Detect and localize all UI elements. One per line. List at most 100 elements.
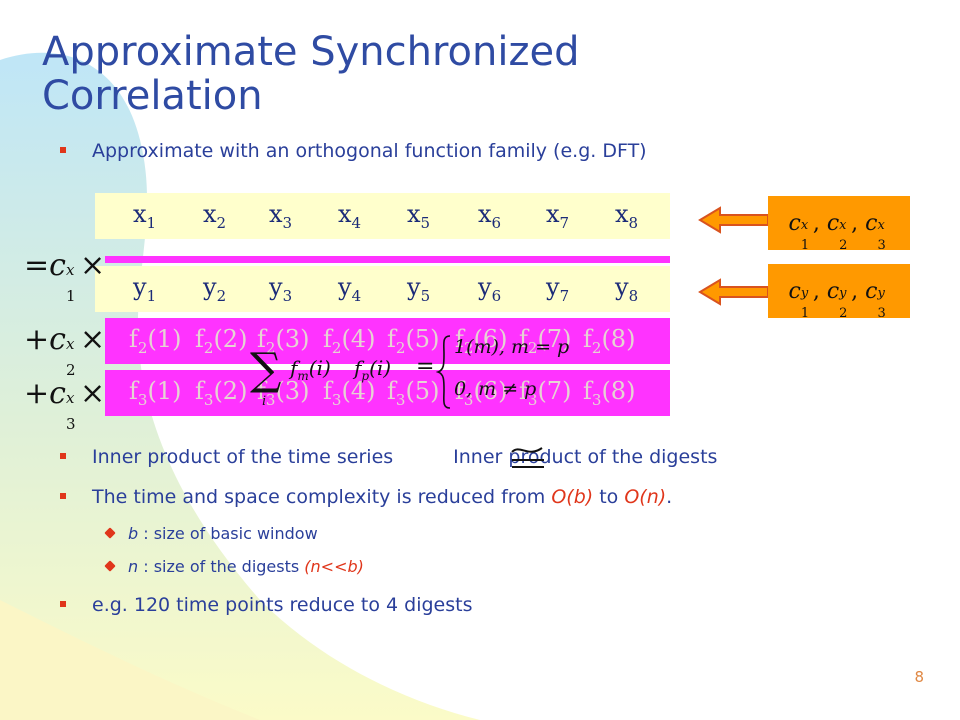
complexity-on: O(n) bbox=[624, 486, 667, 508]
sequence-f2-cell: f2(1) bbox=[129, 325, 181, 357]
sequence-f3-cell: f3(8) bbox=[583, 377, 635, 409]
cell-base: f bbox=[323, 325, 332, 354]
term-fm: fm(i) bbox=[290, 356, 331, 383]
sequence-x-cell: x6 bbox=[478, 200, 501, 232]
sequence-y-cell: y1 bbox=[133, 273, 156, 305]
sequence-f2-cell: f2(3) bbox=[257, 325, 309, 357]
inner-product-right-text: Inner product of the digests bbox=[453, 446, 718, 468]
sequence-f3-cell: f3(4) bbox=[323, 377, 375, 409]
brace-icon bbox=[436, 335, 451, 409]
sub-bullet-n: n : size of the digests (n<<b) bbox=[104, 557, 364, 576]
cell-argument: (1) bbox=[147, 377, 182, 406]
cell-subscript: 3 bbox=[265, 390, 276, 409]
cell-subscript: 6 bbox=[491, 286, 502, 305]
arrow-left-y-icon bbox=[698, 278, 769, 306]
cell-subscript: 2 bbox=[395, 338, 406, 357]
complexity-text: The time and space complexity is reduced… bbox=[92, 486, 552, 508]
cell-base: f bbox=[129, 325, 138, 354]
cell-subscript: 3 bbox=[203, 390, 214, 409]
sequence-f2-cell: f2(4) bbox=[323, 325, 375, 357]
cell-base: x bbox=[546, 200, 560, 229]
cell-subscript: 3 bbox=[331, 390, 342, 409]
sequence-f3-cell: f3(1) bbox=[129, 377, 181, 409]
sequence-x-cell: x4 bbox=[338, 200, 361, 232]
sequence-f3-cell: f3(5) bbox=[387, 377, 439, 409]
cell-subscript: 3 bbox=[527, 390, 538, 409]
function-f1-strip bbox=[105, 256, 670, 263]
sub-bullet-b: b : size of basic window bbox=[104, 524, 318, 543]
cell-subscript: 3 bbox=[282, 286, 293, 305]
slide-title: Approximate Synchronized Correlation bbox=[42, 29, 580, 119]
approximately-equal-icon bbox=[511, 447, 544, 468]
sequence-x-cell: x5 bbox=[407, 200, 430, 232]
cell-base: f bbox=[387, 325, 396, 354]
var-b: b bbox=[128, 524, 139, 543]
cell-argument: (4) bbox=[341, 377, 376, 406]
inner-product-left-text: Inner product of the time series bbox=[92, 446, 394, 468]
cell-base: x bbox=[407, 200, 421, 229]
cell-base: x bbox=[615, 200, 629, 229]
cell-subscript: 8 bbox=[628, 213, 639, 232]
cell-argument: (7) bbox=[537, 325, 572, 354]
cell-base: y bbox=[203, 273, 217, 302]
cell-subscript: 4 bbox=[351, 213, 362, 232]
cell-subscript: 3 bbox=[591, 390, 602, 409]
sequence-y-cell: y2 bbox=[203, 273, 226, 305]
orthogonality-formula: ∑ i fm(i) fp(i) = 1(m), m = p 0, m ≠ p bbox=[250, 328, 640, 414]
cell-subscript: 2 bbox=[203, 338, 214, 357]
cell-argument: (6) bbox=[473, 325, 508, 354]
cell-argument: (3) bbox=[275, 377, 310, 406]
sequence-f3-cell: f3(2) bbox=[195, 377, 247, 409]
cell-argument: (6) bbox=[473, 377, 508, 406]
cell-base: f bbox=[257, 325, 266, 354]
cell-base: y bbox=[133, 273, 147, 302]
cell-base: y bbox=[546, 273, 560, 302]
cell-subscript: 5 bbox=[420, 286, 431, 305]
cell-argument: (2) bbox=[213, 377, 248, 406]
sub-bullet-marker bbox=[104, 527, 116, 539]
cell-base: f bbox=[129, 377, 138, 406]
sub-n-condition: (n<<b) bbox=[304, 557, 364, 576]
cell-subscript: 2 bbox=[216, 286, 227, 305]
function-f2-box: f2(1)f2(2)f2(3)f2(4)f2(5)f2(6)f2(7)f2(8) bbox=[105, 318, 670, 364]
cell-subscript: 1 bbox=[146, 286, 157, 305]
cell-base: f bbox=[583, 377, 592, 406]
complexity-period: . bbox=[666, 486, 673, 508]
formula-equals: = bbox=[416, 354, 435, 379]
cell-base: f bbox=[387, 377, 396, 406]
cell-argument: (5) bbox=[405, 325, 440, 354]
var-n: n bbox=[128, 557, 139, 576]
cell-subscript: 3 bbox=[137, 390, 148, 409]
cell-base: f bbox=[455, 377, 464, 406]
cell-argument: (8) bbox=[601, 325, 636, 354]
sequence-x-cell: x3 bbox=[269, 200, 292, 232]
sequence-y-cell: y7 bbox=[546, 273, 569, 305]
cell-base: f bbox=[195, 377, 204, 406]
bullet-marker bbox=[60, 453, 66, 459]
cell-base: x bbox=[338, 200, 352, 229]
cell-base: y bbox=[269, 273, 283, 302]
cell-argument: (7) bbox=[537, 377, 572, 406]
cell-subscript: 2 bbox=[216, 213, 227, 232]
cell-base: y bbox=[407, 273, 421, 302]
sequence-y-cell: y4 bbox=[338, 273, 361, 305]
sequence-y-cell: y3 bbox=[269, 273, 292, 305]
cell-subscript: 7 bbox=[559, 286, 570, 305]
cell-base: f bbox=[519, 325, 528, 354]
cell-base: y bbox=[478, 273, 492, 302]
bullet-marker bbox=[60, 601, 66, 607]
cell-subscript: 2 bbox=[265, 338, 276, 357]
sub-bullet-marker bbox=[104, 560, 116, 572]
sequence-x-cell: x2 bbox=[203, 200, 226, 232]
cell-subscript: 2 bbox=[463, 338, 474, 357]
sub-b-text: : size of basic window bbox=[138, 524, 318, 543]
cell-base: y bbox=[615, 273, 629, 302]
bullet-marker bbox=[60, 493, 66, 499]
formula-case-equal: 1(m), m = p bbox=[454, 336, 570, 358]
